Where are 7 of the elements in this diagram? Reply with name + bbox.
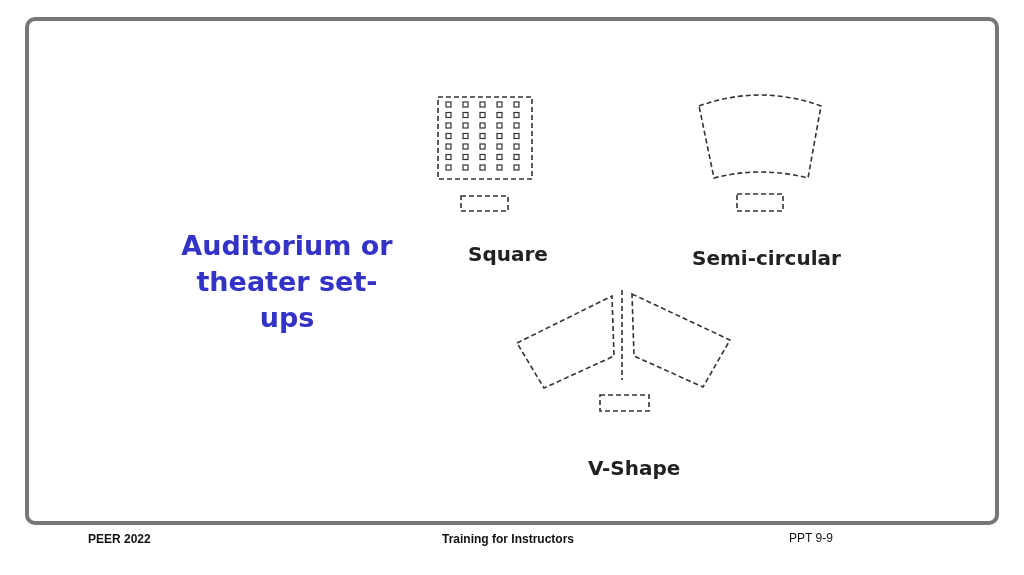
layout-caption: Semi-circular <box>692 246 841 270</box>
footer-text: PEER 2022 <box>88 532 151 546</box>
slide-title: Auditorium or theater set-ups <box>180 229 394 335</box>
layout-caption: V-Shape <box>588 456 681 480</box>
footer-text: Training for Instructors <box>442 532 574 546</box>
slide-number: PPT 9-9 <box>789 531 833 545</box>
layout-caption: Square <box>468 242 548 266</box>
